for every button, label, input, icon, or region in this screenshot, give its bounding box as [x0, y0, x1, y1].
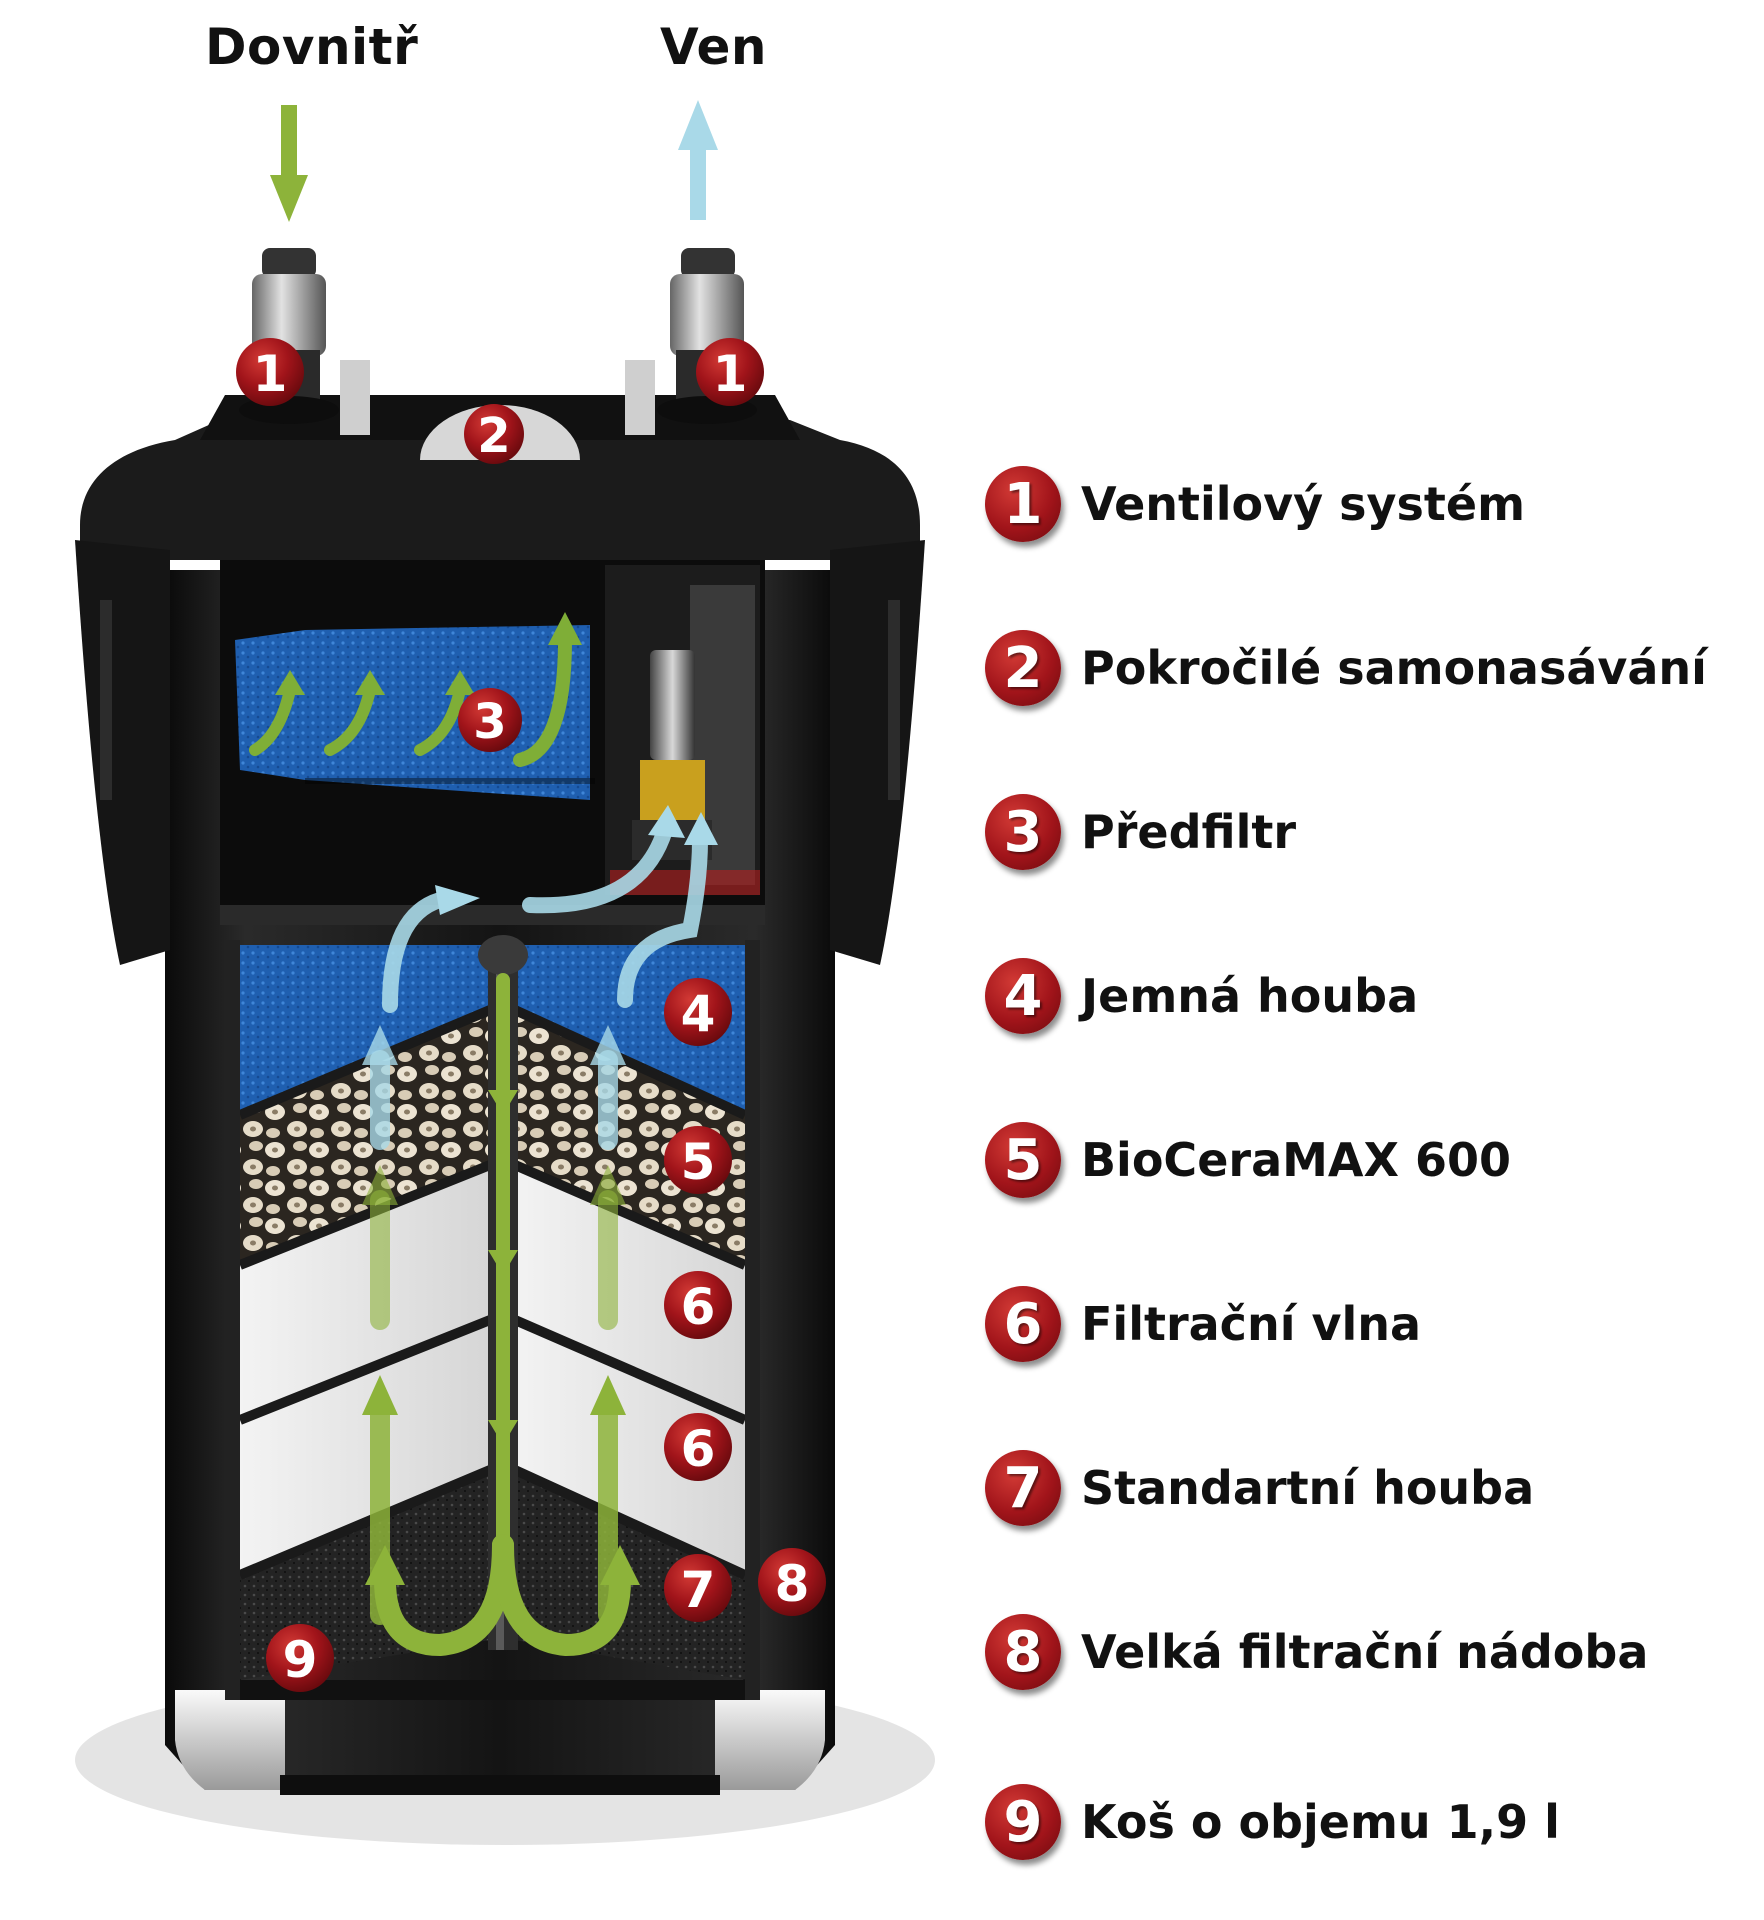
svg-text:3: 3: [473, 694, 506, 750]
svg-text:9: 9: [283, 1631, 318, 1689]
callout-6-upper: 6: [664, 1271, 732, 1339]
lid-clip: [340, 360, 370, 435]
outlet-arrow: [678, 100, 718, 220]
flow-arrows: [249, 612, 718, 1657]
outlet-label: Ven: [660, 18, 767, 76]
svg-text:6: 6: [681, 1420, 716, 1478]
callout-1-outlet: 1: [696, 338, 764, 406]
svg-text:1: 1: [253, 345, 288, 403]
inlet-arrow: [270, 105, 308, 222]
callout-4: 4: [664, 978, 732, 1046]
svg-text:1: 1: [713, 345, 748, 403]
lid-clip: [625, 360, 655, 435]
callout-8: 8: [758, 1548, 826, 1616]
callout-2: 2: [464, 404, 524, 464]
svg-text:7: 7: [681, 1561, 716, 1619]
svg-text:5: 5: [681, 1133, 716, 1191]
svg-text:6: 6: [681, 1278, 716, 1336]
svg-text:8: 8: [775, 1555, 810, 1613]
callout-5: 5: [664, 1126, 732, 1194]
callout-7: 7: [664, 1554, 732, 1622]
callout-1-inlet: 1: [236, 338, 304, 406]
callout-3: 3: [458, 688, 522, 752]
svg-text:2: 2: [477, 408, 510, 464]
callout-6-lower: 6: [664, 1413, 732, 1481]
inlet-label: Dovnitř: [205, 18, 419, 76]
svg-text:4: 4: [681, 985, 716, 1043]
callout-9: 9: [266, 1624, 334, 1692]
